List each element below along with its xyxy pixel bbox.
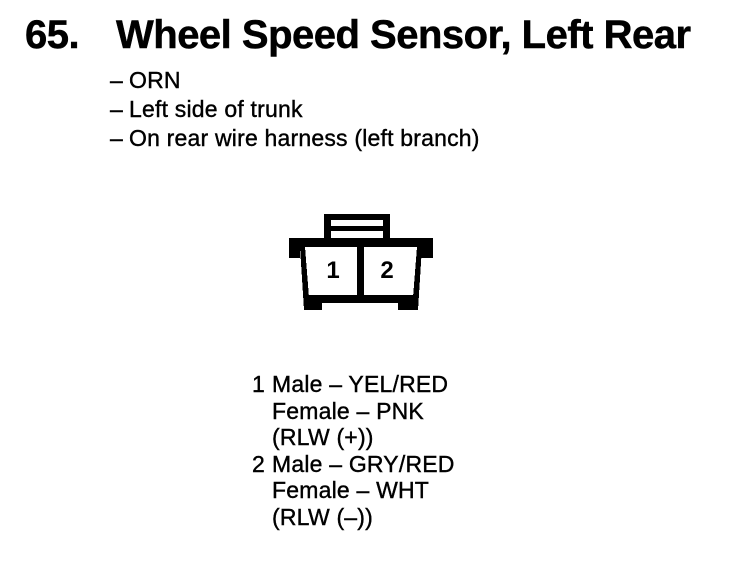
pin-entry-2: 2 Male – GRY/RED Female – WHT (RLW (–)) [252, 450, 455, 531]
connector-diagram-icon: 1 2 [289, 214, 433, 310]
pin-signal: (RLW (–)) [272, 503, 374, 530]
detail-item-color: –ORN [110, 66, 480, 95]
pin-entry-1: 1 Male – YEL/RED Female – PNK (RLW (+)) [252, 371, 455, 451]
connector-latch [324, 214, 390, 238]
pin-number: 1 [252, 371, 265, 397]
connector-bottom-band [304, 295, 418, 303]
pin-description: Male – GRY/RED Female – WHT (RLW (–)) [272, 450, 455, 531]
pin-list: 1 Male – YEL/RED Female – PNK (RLW (+)) … [252, 371, 455, 530]
bullet-dash: – [110, 125, 123, 151]
detail-text: On rear wire harness (left branch) [129, 125, 480, 151]
detail-item-location: –Left side of trunk [110, 95, 480, 124]
pin-signal: (RLW (+)) [272, 424, 374, 450]
pin-number: 2 [252, 450, 265, 477]
pin-male-wire: Male – GRY/RED [272, 450, 455, 477]
detail-text: Left side of trunk [129, 96, 303, 122]
detail-item-harness: –On rear wire harness (left branch) [110, 124, 480, 153]
connector-left-ear [289, 247, 300, 258]
pin-description: Male – YEL/RED Female – PNK (RLW (+)) [272, 371, 448, 451]
page-title: Wheel Speed Sensor, Left Rear [116, 13, 692, 57]
connector-top-bar [289, 238, 433, 247]
cavity-1-label: 1 [326, 257, 339, 284]
detail-text: ORN [129, 67, 181, 93]
cavity-divider [357, 245, 364, 295]
detail-list: –ORN –Left side of trunk –On rear wire h… [110, 66, 480, 153]
section-number: 65. [25, 13, 80, 57]
pin-male-wire: Male – YEL/RED [272, 371, 449, 397]
connector-right-foot [398, 303, 418, 310]
connector-left-foot [304, 303, 322, 310]
bullet-dash: – [110, 67, 123, 93]
pin-female-wire: Female – WHT [272, 477, 430, 503]
cavity-2-label: 2 [380, 257, 393, 284]
bullet-dash: – [110, 96, 123, 122]
connector-right-wall [412, 247, 422, 310]
connector-left-wall [300, 247, 310, 310]
connector-right-ear [420, 247, 433, 258]
pin-female-wire: Female – PNK [272, 397, 424, 424]
